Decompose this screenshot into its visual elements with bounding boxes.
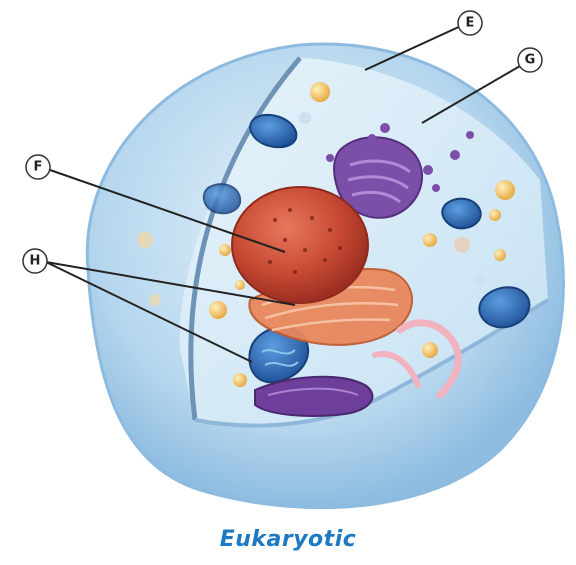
label-h: H — [23, 249, 47, 273]
nucleus — [232, 187, 368, 303]
label-e: E — [458, 11, 482, 35]
label-e-text: E — [466, 16, 475, 31]
mitochondrion-mid — [442, 199, 480, 229]
label-f-text: F — [34, 160, 43, 175]
label-h-text: H — [30, 254, 41, 269]
label-g: G — [518, 48, 542, 72]
label-g-text: G — [525, 53, 536, 68]
mitochondrion-left — [204, 184, 240, 213]
diagram-caption: Eukaryotic — [0, 527, 576, 552]
label-f: F — [26, 155, 50, 179]
